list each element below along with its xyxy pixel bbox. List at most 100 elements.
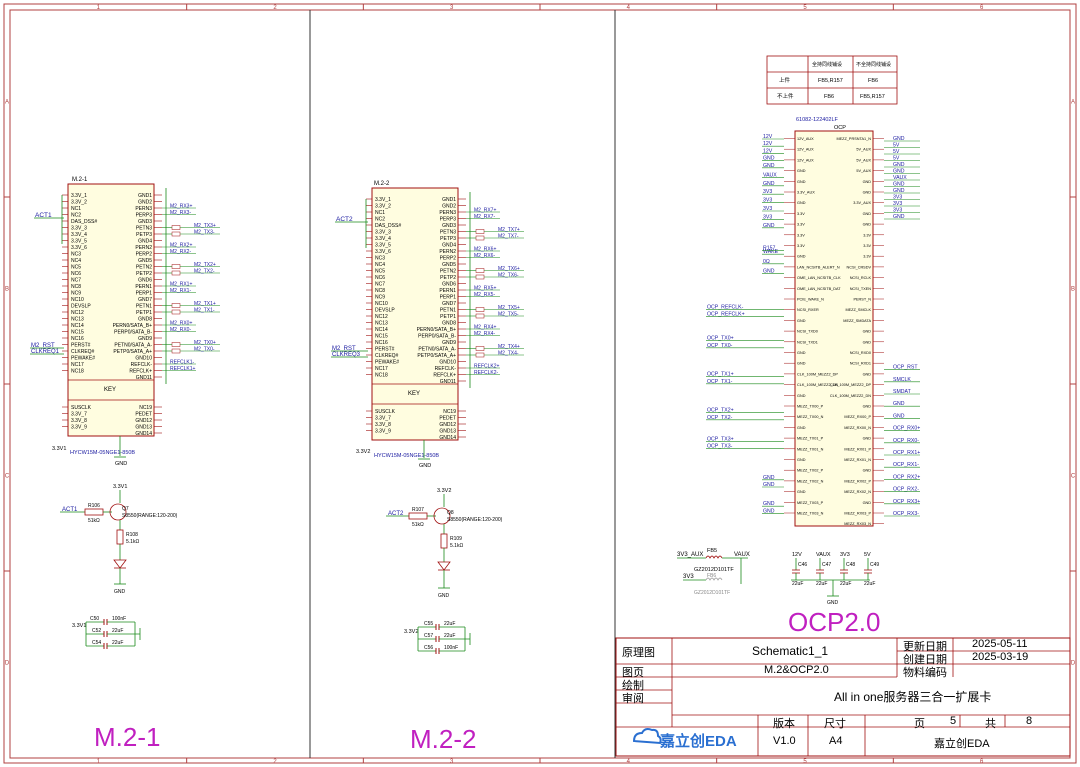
ocp-pin-label: 3.3V [797, 223, 805, 227]
power-filter[interactable]: 3V3_AUX FB5 GZ2012D101TF VAUX 3V3 FB6 GZ… [677, 548, 750, 596]
ocp-pin-label: MEZZ_RX03_N [844, 522, 871, 526]
ocp-left-net: OCP_TX1- [707, 379, 733, 385]
ocp-pin-label: CLK_100M_MEZZ2_DP [797, 372, 838, 376]
net-label: M2_TX5- [498, 311, 519, 317]
ocp-right-net: OCP_RX2+ [893, 474, 920, 480]
frame-col-number: 3 [450, 5, 454, 11]
ocp-left-net: OCP_TX2+ [707, 408, 734, 414]
ocp-pin-label: GND [863, 469, 872, 473]
pin-label: GND1 [138, 193, 152, 199]
pin-label: SUSCLK [71, 405, 92, 411]
pin-label: 3.3V_3 [71, 226, 87, 232]
rail-cap-value: 22uF [840, 581, 851, 587]
ocp-pin-label: 3.3V [797, 233, 805, 237]
ocp-pin-label: CLK_100M_MEZZ2_DN [797, 383, 838, 387]
led-driver-2[interactable]: 3.3V2 ACT2 R107 51kΩ Q8 S8550(RANGE:120-… [386, 488, 503, 599]
ocp-connector[interactable]: 61082-122402LF OCP 12V_AUX12V_AUX12V_AUX… [784, 117, 884, 527]
pin-label: GND3 [138, 219, 152, 225]
ocp-right-net: OCP_RX0+ [893, 426, 920, 432]
led-driver-1[interactable]: 3.3V1 ACT1 R106 51kΩ Q7 S8550(RANGE:120-… [60, 484, 178, 595]
pin-label: NC1 [375, 210, 385, 216]
net-label: M2_TX4+ [498, 344, 520, 350]
pin-label: NC18 [71, 369, 84, 375]
ocp-left-net: GND [763, 482, 775, 488]
tb-schematic-value: Schematic1_1 [752, 644, 829, 658]
ocp-pin-label: GND [863, 223, 872, 227]
ocp-left-net: 3V3 [763, 214, 772, 220]
pin-label: GND14 [135, 431, 152, 437]
pin-label: 3.3V_8 [71, 418, 87, 424]
frame-row-letter: C [1071, 474, 1076, 480]
pin-label: NC10 [71, 297, 84, 303]
pf-fb5: FB5 [707, 548, 717, 554]
fb-table-h1: 全持同线铺设 [812, 61, 842, 68]
ocp-pin-label: NCSI_RCLK [850, 276, 872, 280]
ocp-pin-label: NCSI_CRSDV [847, 265, 872, 269]
m2-2-rst-net: M2_RST [332, 346, 356, 352]
decoupling-caps-2[interactable]: 3.3V2 C55 22uF C57 22uF C56 100nF [404, 621, 471, 654]
ocp-right-net: GND [893, 401, 905, 407]
m2-2-left-pins: 3.3V_13.3V_2NC1NC2DAS_DSS#3.3V_33.3V_43.… [365, 197, 401, 379]
ocp-right-net: GND [893, 162, 905, 168]
pin-label: PETN3 [136, 226, 152, 232]
ocp-right-net: OCP_RX0- [893, 438, 919, 444]
power-rail-caps[interactable]: 12VC4622uFVAUXC4722uF3V3C4822uF5VC4922uF… [791, 552, 879, 606]
ocp-left-net: GND [763, 223, 775, 229]
ocp-right-net: 5V [893, 156, 900, 162]
decoupling-caps-1[interactable]: 3.3V1 C50 100nF C52 22uF C54 22uF [72, 616, 141, 649]
m2-2-gnd: GND [419, 463, 431, 469]
pin-label: PERN0/SATA_B+ [417, 327, 456, 333]
pin-label: PETP0/SATA_A+ [417, 353, 456, 359]
frame-col-number: 1 [97, 5, 101, 11]
tb-update-label: 更新日期 [903, 641, 947, 653]
m2-2-connector[interactable]: M.2-2 KEY HYCW15M-05NGE1-850B 3.3V_13.3V… [365, 181, 471, 459]
ocp-pin-label: CLK_100M_MEZZ2_DN [830, 394, 871, 398]
ocp-left-net: GND [763, 268, 775, 274]
pin-label: 3.3V_6 [375, 249, 391, 255]
ocp-pin-label: 3.3V [863, 244, 871, 248]
pin-label: PETP3 [136, 232, 152, 238]
frame-col-number: 2 [273, 5, 277, 11]
net-label: M2_RX5- [474, 292, 495, 298]
led2-rled-val: 5.1kΩ [450, 543, 463, 549]
ocp-left-net: OCP_REFCLK+ [707, 312, 745, 318]
ocp-left-net: OCP_TX3- [707, 444, 733, 450]
caps2-c3-val: 100nF [444, 645, 458, 651]
ocp-pin-label: MEZZ_TX03_N [797, 512, 824, 516]
frame-row-letter: B [1071, 287, 1075, 293]
caps1-power: 3.3V1 [72, 623, 86, 629]
tb-version-value: V1.0 [773, 735, 796, 747]
ocp-pin-label: 5V_AUX [856, 148, 871, 152]
ocp-left-net: R157 [763, 246, 776, 252]
ocp-left-net: OCP_TX0+ [707, 336, 734, 342]
frame-col-number: 6 [980, 5, 984, 11]
pin-label: PETP0/SATA_A+ [113, 349, 152, 355]
led1-rled-val: 5.1kΩ [126, 539, 139, 545]
frame-col-number: 5 [803, 759, 807, 765]
m2-1-connector[interactable]: M.2-1 KEY HYCW15M-05NGE1-850B 3.3V_13.3V… [61, 177, 167, 456]
ocp-pin-label: NCSI_RXER [797, 308, 819, 312]
pin-label: DAS_DSS# [375, 223, 401, 229]
caps1-c2: C52 [92, 628, 101, 634]
rail-label: 5V [864, 552, 871, 558]
caps1-c1-val: 100nF [112, 616, 126, 622]
pin-label: GND6 [138, 278, 152, 284]
frame-row-letter: A [1071, 100, 1075, 106]
pin-label: 3.3V_7 [71, 412, 87, 418]
caps1-c3-val: 22uF [112, 640, 123, 646]
title-m2-1: M.2-1 [94, 722, 160, 752]
ocp-pin-label: NCSI_RXD0 [850, 351, 871, 355]
pin-label: NC7 [375, 282, 385, 288]
pin-label: 3.3V_5 [71, 239, 87, 245]
ocp-pin-label: MEZZ_RX02_N [844, 490, 871, 494]
ocp-right-net: OCP_RST [893, 365, 918, 371]
frame-col-number: 1 [97, 759, 101, 765]
pin-label: PERN1 [439, 288, 456, 294]
tb-total-label: 共 [985, 718, 996, 730]
pin-label: NC16 [71, 336, 84, 342]
pin-label: NC2 [71, 213, 81, 219]
caps2-c2-val: 22uF [444, 633, 455, 639]
ocp-left-net: WAKE [763, 249, 779, 255]
tb-size-label: 尺寸 [824, 718, 846, 730]
